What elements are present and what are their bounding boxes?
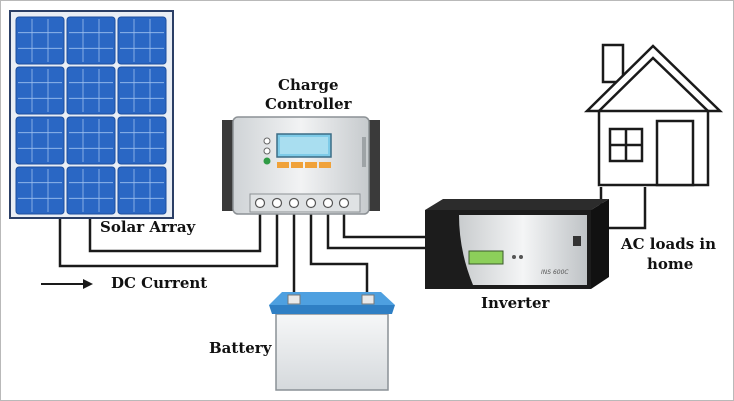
inverter-icon: INS 600C: [425, 199, 609, 289]
solar-cell: [66, 116, 116, 165]
solar-cell: [117, 16, 167, 65]
solar-cell: [15, 16, 65, 65]
charge-controller-label-line1: Charge: [278, 76, 339, 94]
battery-label: Battery: [209, 339, 273, 357]
solar-cell: [15, 66, 65, 115]
inverter-brand-label: INS 600C: [541, 269, 569, 276]
solar-cell: [66, 66, 116, 115]
charge-controller-label-line2: Controller: [265, 95, 353, 113]
charge-controller-icon: [222, 116, 380, 215]
solar-cell: [15, 116, 65, 165]
wires: [58, 187, 647, 297]
solar-panel-icon: [9, 10, 174, 219]
solar-neg-wire: [88, 206, 262, 253]
solar-cell: [15, 166, 65, 215]
solar-array-label: Solar Array: [100, 218, 197, 236]
solar-cell: [117, 66, 167, 115]
ac-loads-label-line1: AC loads in: [620, 235, 716, 253]
controller-terminal: [338, 197, 350, 209]
arrow-right-icon: [41, 279, 93, 289]
inverter-wire-1: [326, 206, 425, 250]
controller-terminal: [288, 197, 300, 209]
solar-pos-wire: [58, 206, 279, 268]
battery-icon: [269, 292, 395, 391]
house-icon: [583, 43, 724, 187]
controller-terminal: [271, 197, 283, 209]
controller-terminal: [322, 197, 334, 209]
ac-loads-label-line2: home: [647, 255, 693, 273]
battery-neg-wire: [309, 206, 369, 297]
dc-current-label: DC Current: [111, 274, 207, 292]
controller-terminal: [254, 197, 266, 209]
solar-cell: [117, 116, 167, 165]
controller-terminal: [305, 197, 317, 209]
solar-cell: [66, 16, 116, 65]
inverter-label: Inverter: [481, 294, 551, 312]
inverter-wire-2: [342, 206, 425, 239]
solar-cell: [66, 166, 116, 215]
solar-cell: [117, 166, 167, 215]
